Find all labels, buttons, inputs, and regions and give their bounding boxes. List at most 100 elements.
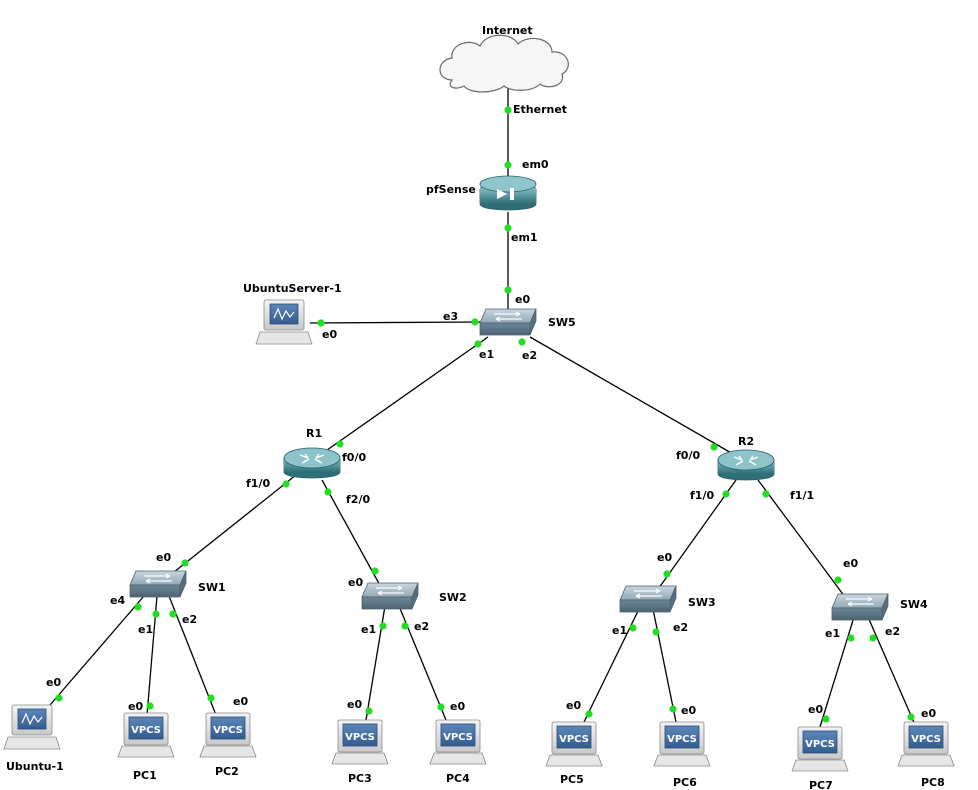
links-layer — [43, 85, 917, 728]
node-pc1[interactable]: VPCS — [117, 712, 175, 758]
port-dot — [518, 338, 526, 346]
port-label: e2 — [522, 349, 537, 362]
node-sw2[interactable] — [361, 582, 419, 610]
port-dot — [585, 710, 593, 718]
vpcs-icon: VPCS — [653, 721, 711, 767]
link-sw5-r2[interactable] — [529, 336, 741, 459]
vpcs-screen-text: VPCS — [213, 725, 243, 736]
port-dot — [181, 559, 189, 567]
link-sw4-pc7[interactable] — [819, 616, 855, 728]
port-dot — [379, 622, 387, 630]
node-pc2[interactable]: VPCS — [199, 712, 257, 758]
node-label-pc5: PC5 — [560, 773, 584, 786]
node-label-sw5: SW5 — [548, 316, 576, 329]
node-label-pc1: PC1 — [133, 769, 157, 782]
vpcs-screen-text: VPCS — [667, 734, 697, 745]
port-label: e0 — [347, 698, 362, 711]
node-pc5[interactable]: VPCS — [545, 721, 603, 767]
link-sw5-r1[interactable] — [319, 336, 489, 456]
port-dot — [365, 707, 373, 715]
node-label-pc8: PC8 — [921, 776, 945, 789]
port-label: em1 — [511, 231, 538, 244]
node-sw4[interactable] — [831, 593, 889, 621]
port-label: e2 — [885, 625, 900, 638]
node-ubuntuserver1[interactable] — [255, 299, 313, 345]
node-ubuntu1[interactable] — [3, 704, 61, 750]
node-labels-layer: Internet pfSense SW5 UbuntuServer-1 R1 R… — [6, 24, 945, 790]
node-label-pc6: PC6 — [673, 776, 697, 789]
node-pc8[interactable]: VPCS — [897, 721, 955, 767]
port-label: em0 — [522, 158, 549, 171]
node-r2[interactable] — [717, 449, 775, 481]
vpcs-screen-text: VPCS — [559, 734, 589, 745]
port-dot — [669, 705, 677, 713]
port-dot — [907, 713, 915, 721]
port-dot — [869, 634, 877, 642]
node-sw1[interactable] — [129, 570, 187, 598]
port-label: f0/0 — [342, 451, 366, 464]
port-label: e4 — [110, 594, 125, 607]
vpcs-icon: VPCS — [117, 712, 175, 758]
port-dot — [474, 340, 482, 348]
port-label: Ethernet — [513, 103, 567, 116]
port-label: e1 — [138, 623, 153, 636]
port-dot — [55, 694, 63, 702]
link-sw4-pc8[interactable] — [867, 616, 917, 728]
node-internet[interactable] — [439, 34, 569, 93]
node-label-r1: R1 — [306, 427, 322, 440]
port-label: e0 — [681, 704, 696, 717]
node-label-r2: R2 — [738, 435, 754, 448]
port-label: e2 — [673, 621, 688, 634]
node-pfsense[interactable] — [479, 175, 537, 211]
port-label: e1 — [479, 348, 494, 361]
port-label: e0 — [46, 676, 61, 689]
port-label: e3 — [443, 310, 458, 323]
node-pc3[interactable]: VPCS — [331, 719, 389, 765]
node-sw5[interactable] — [479, 308, 537, 336]
port-label: e2 — [414, 620, 429, 633]
linux-host-icon — [3, 704, 61, 750]
vpcs-screen-text: VPCS — [131, 725, 161, 736]
link-sw3-pc6[interactable] — [652, 608, 677, 723]
node-pc6[interactable]: VPCS — [653, 721, 711, 767]
vpcs-icon: VPCS — [545, 721, 603, 767]
vpcs-screen-text: VPCS — [443, 732, 473, 743]
node-label-ubuntu1: Ubuntu-1 — [6, 760, 64, 773]
port-dot — [629, 624, 637, 632]
port-label: f0/0 — [676, 449, 700, 462]
link-ubuntuserver1-sw5[interactable] — [309, 321, 483, 324]
node-label-internet: Internet — [482, 24, 533, 37]
vpcs-screen-text: VPCS — [911, 734, 941, 745]
devices-layer: VPCS VPCS VPCS VPCS — [3, 34, 955, 772]
port-dot — [324, 488, 332, 496]
port-label: f1/0 — [690, 489, 714, 502]
port-dot — [834, 576, 842, 584]
node-pc4[interactable]: VPCS — [429, 719, 487, 765]
port-label: e1 — [361, 623, 376, 636]
link-r2-sw4[interactable] — [757, 479, 849, 602]
link-sw1-ubuntu1[interactable] — [43, 595, 145, 713]
vpcs-screen-text: VPCS — [345, 732, 375, 743]
port-dot — [504, 224, 512, 232]
port-dot — [471, 318, 479, 326]
node-r1[interactable] — [283, 447, 341, 479]
port-dot — [169, 610, 177, 618]
port-dot — [762, 490, 770, 498]
link-sw1-pc2[interactable] — [168, 595, 217, 716]
router-icon — [283, 447, 341, 479]
vpcs-icon: VPCS — [199, 712, 257, 758]
vpcs-icon: VPCS — [791, 726, 849, 772]
cloud-icon — [439, 34, 569, 93]
switch-icon — [129, 570, 187, 598]
switch-icon — [361, 582, 419, 610]
port-dot — [710, 443, 718, 451]
node-sw3[interactable] — [619, 585, 677, 613]
port-dot — [152, 610, 160, 618]
port-label: e0 — [808, 703, 823, 716]
port-label: e0 — [233, 695, 248, 708]
node-label-pfsense: pfSense — [426, 183, 476, 196]
node-label-sw3: SW3 — [688, 596, 716, 609]
node-pc7[interactable]: VPCS — [791, 726, 849, 772]
port-label: e1 — [825, 627, 840, 640]
